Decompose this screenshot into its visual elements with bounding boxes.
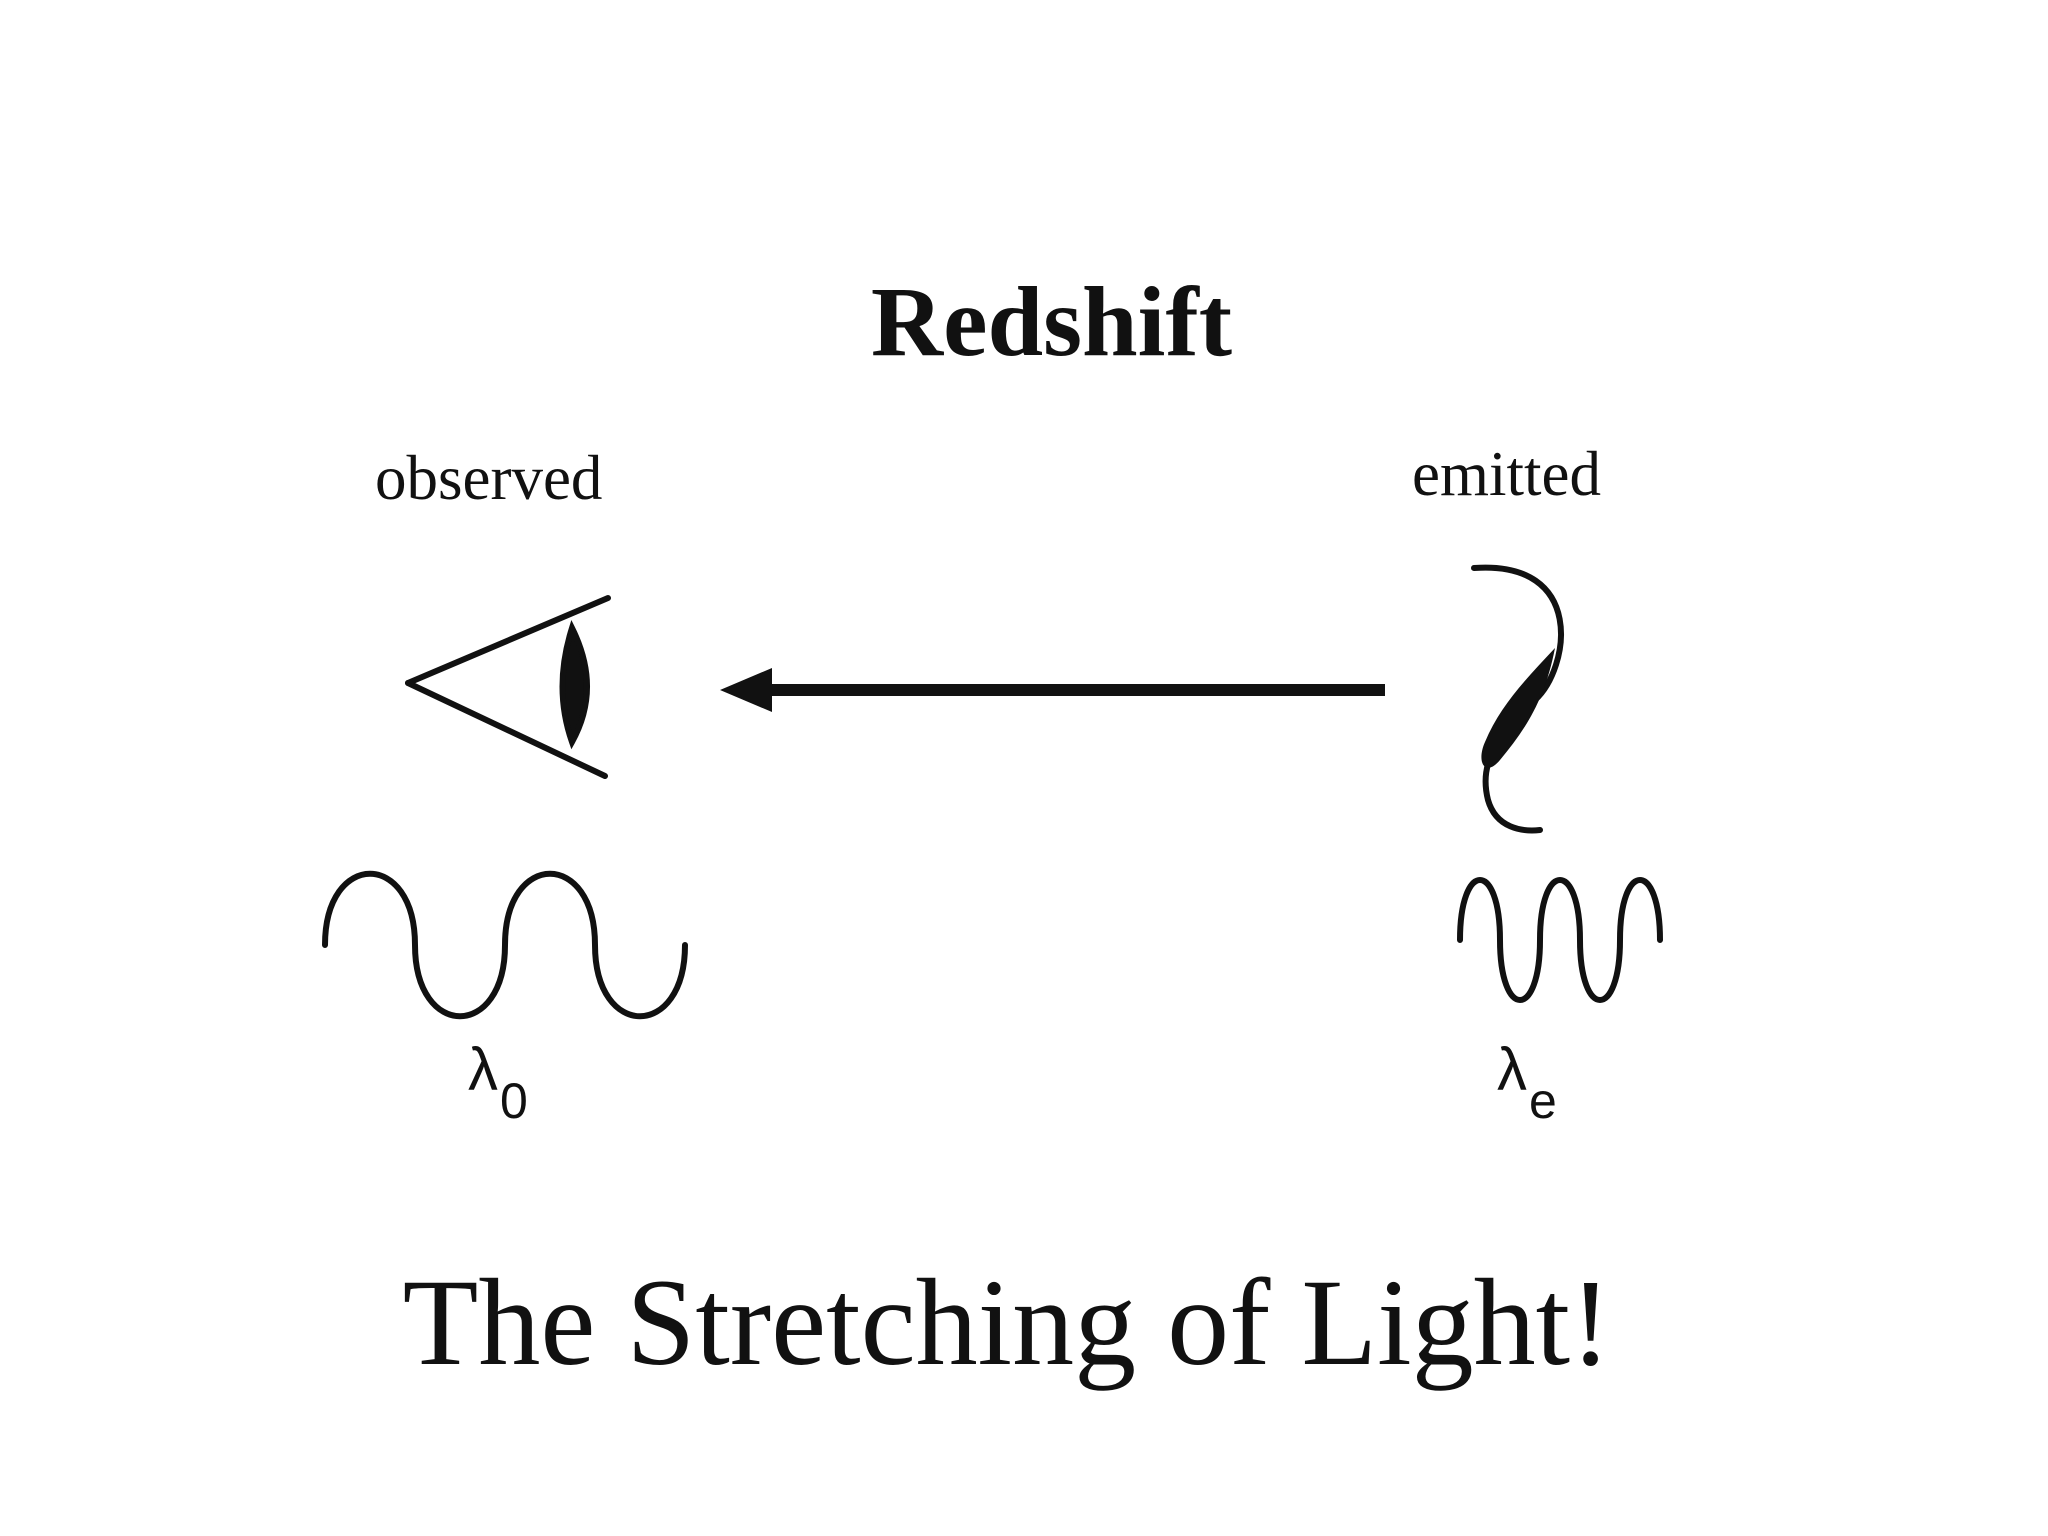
observed-wave: [322, 870, 688, 1020]
lambda-subscript: 0: [500, 1073, 528, 1129]
eye-icon: [405, 595, 611, 779]
lambda-subscript: e: [1529, 1073, 1557, 1129]
caption: The Stretching of Light!: [402, 1254, 1612, 1391]
diagram-title: Redshift: [870, 266, 1233, 377]
arrow-left-icon: [720, 668, 1385, 712]
observed-label: observed: [375, 443, 603, 513]
emitted-label: emitted: [1412, 439, 1601, 509]
lambda-symbol: λ: [1497, 1036, 1527, 1103]
light-source-icon: [1471, 564, 1564, 834]
lambda-symbol: λ: [468, 1036, 498, 1103]
emitted-wave: [1457, 877, 1663, 1003]
observed-wavelength-label: λ0: [468, 1040, 528, 1130]
emitted-wavelength-label: λe: [1497, 1040, 1557, 1130]
